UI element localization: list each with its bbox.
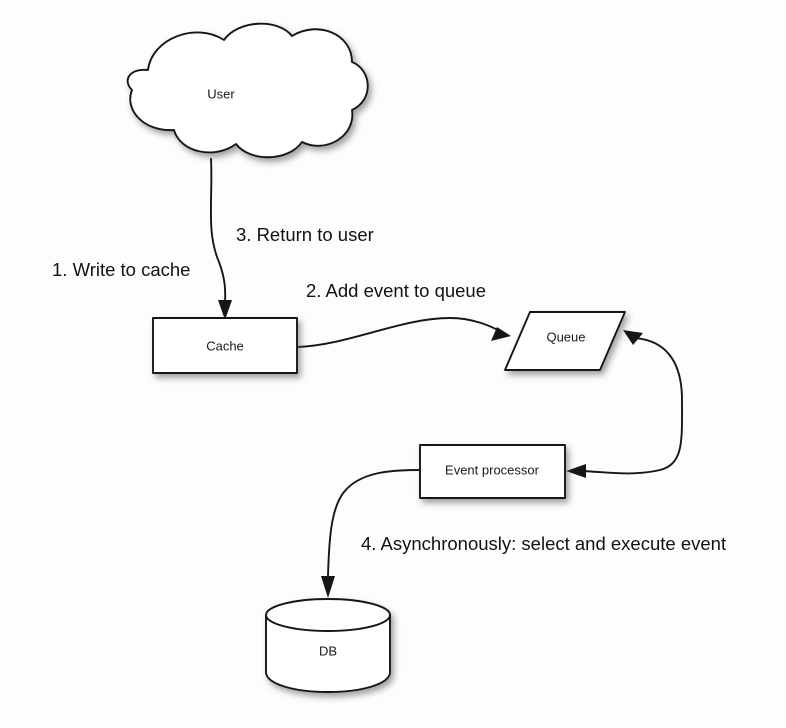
db-cylinder-top bbox=[265, 598, 391, 632]
cache-rect-shape bbox=[152, 317, 298, 374]
edge-user-to-cache-line bbox=[209, 157, 227, 309]
edge-cache-to-queue-line bbox=[296, 317, 501, 348]
edge-event-processor-to-db-line bbox=[327, 469, 421, 577]
arrowhead-into-queue bbox=[491, 327, 511, 341]
node-event-processor[interactable] bbox=[419, 444, 566, 499]
node-user-label: User bbox=[207, 86, 235, 101]
user-cloud-shape bbox=[126, 22, 369, 159]
step-label-1: 1. Write to cache bbox=[52, 259, 190, 280]
step-label-2: 2. Add event to queue bbox=[306, 280, 486, 301]
node-event-processor-label: Event processor bbox=[445, 462, 540, 477]
node-queue[interactable] bbox=[504, 311, 626, 371]
edge-queue-loop-line bbox=[577, 337, 683, 475]
node-db[interactable] bbox=[265, 598, 391, 693]
node-user[interactable] bbox=[126, 22, 369, 159]
edge-event-processor-to-db bbox=[321, 469, 421, 598]
node-cache-label: Cache bbox=[206, 338, 244, 353]
step-label-3: 3. Return to user bbox=[236, 224, 374, 245]
arrowhead-into-db bbox=[321, 576, 335, 598]
db-cylinder-body bbox=[265, 614, 391, 693]
node-db-label: DB bbox=[319, 643, 337, 658]
edge-cache-to-queue bbox=[296, 317, 511, 348]
event-processor-rect-shape bbox=[419, 444, 566, 499]
step-label-4: 4. Asynchronously: select and execute ev… bbox=[361, 533, 726, 554]
arrowhead-into-event-processor bbox=[566, 464, 586, 478]
node-queue-label: Queue bbox=[546, 329, 585, 344]
node-cache[interactable] bbox=[152, 317, 298, 374]
edge-queue-to-event-processor bbox=[566, 330, 683, 478]
arrowhead-into-queue-from-loop bbox=[623, 330, 643, 345]
queue-parallelogram-shape bbox=[504, 311, 626, 371]
edge-user-to-cache bbox=[209, 157, 232, 320]
arrowhead-into-cache bbox=[218, 300, 232, 320]
